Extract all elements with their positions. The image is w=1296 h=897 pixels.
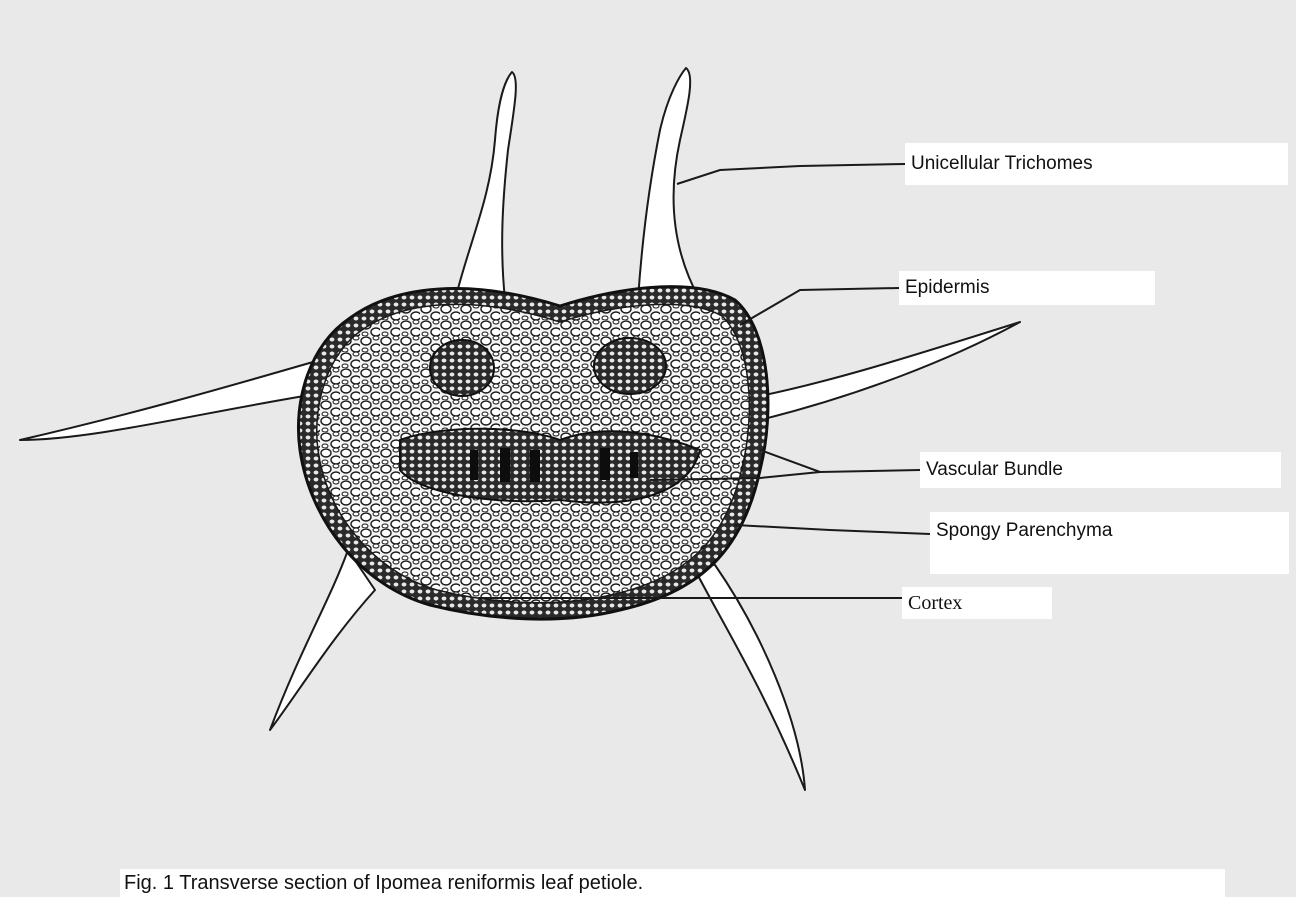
leader-trichomes [677,164,905,184]
label-cortex: Cortex [902,587,1052,619]
label-vascular-bundle: Vascular Bundle [920,452,1281,488]
label-unicellular-trichomes: Unicellular Trichomes [905,143,1288,185]
leader-spongy [735,525,930,534]
label-spongy-parenchyma: Spongy Parenchyma [930,512,1289,574]
vascular-bundle-right [594,338,666,394]
trichome-bottom-left [270,550,375,730]
trichome-left [20,360,320,440]
vascular-bundle-left [430,340,494,396]
trichome-right [740,322,1020,420]
vascular-bundle-central [400,429,700,503]
trichome-bottom-right [690,560,805,790]
figure-caption: Fig. 1 Transverse section of Ipomea reni… [120,869,1225,897]
leader-epidermis [740,288,899,325]
label-epidermis: Epidermis [899,271,1155,305]
leader-vascular-a [760,450,920,472]
petiole-body [298,287,768,619]
trichome-top-left [455,72,516,300]
trichome-top-right [638,68,700,300]
